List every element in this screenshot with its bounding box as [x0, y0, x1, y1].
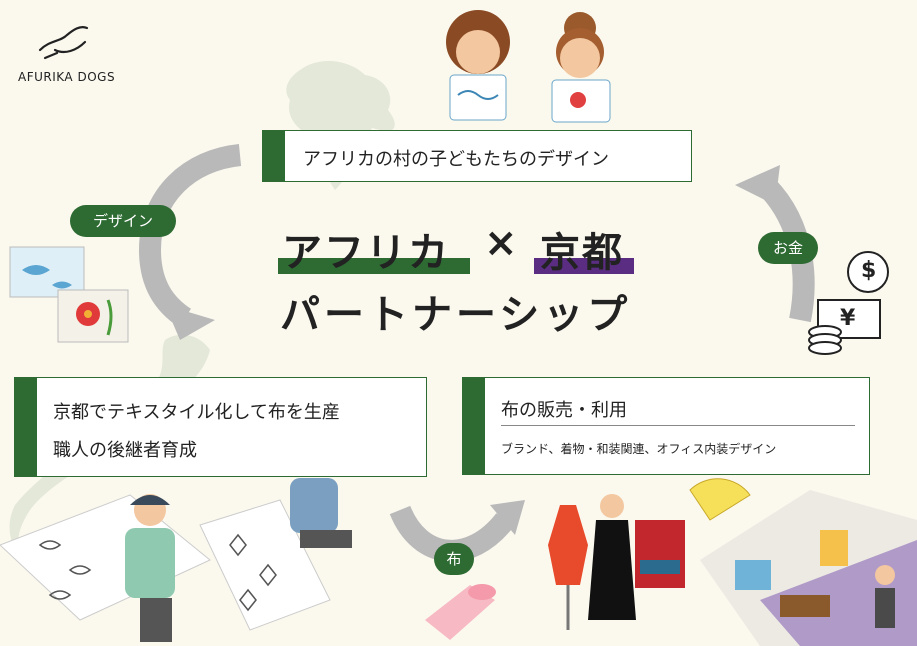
folding-fan-illustration [689, 478, 751, 521]
dress-mannequin-illustration [548, 505, 588, 630]
left-box-accent [15, 378, 37, 476]
flower-design-card [57, 289, 129, 343]
title-underline-purple [534, 258, 634, 274]
design-arrow [138, 144, 242, 328]
child-girl-illustration [551, 12, 611, 123]
title-times: × [484, 220, 520, 266]
money-illustration [808, 251, 889, 355]
right-box-line1: 布の販売・利用 [501, 400, 627, 421]
kimono-illustration [635, 520, 685, 588]
fish-design-card [9, 246, 85, 298]
right-box-line2: ブランド、着物・和装関連、オフィス内装デザイン [501, 442, 777, 456]
left-box: 京都でテキスタイル化して布を生産 職人の後継者育成 [14, 377, 427, 477]
cloth-roll-illustration [425, 584, 496, 640]
child-boy-illustration [446, 10, 510, 121]
design-arrowhead [165, 305, 215, 340]
top-box-accent [263, 131, 285, 181]
money-arrowhead [735, 165, 780, 205]
right-box-divider [501, 425, 855, 426]
money-pill: お金 [758, 232, 818, 264]
woman-black-dress-illustration [588, 494, 636, 620]
dog-logo-icon [38, 26, 89, 60]
design-pill: デザイン [70, 205, 176, 237]
title-africa: アフリカ [282, 230, 450, 276]
title-line1: アフリカ × 京都 [278, 218, 638, 276]
left-box-line1: 京都でテキスタイル化して布を生産 [53, 402, 340, 423]
title-kyoto: 京都 [540, 230, 624, 276]
left-box-line2: 職人の後継者育成 [53, 440, 197, 461]
right-box: 布の販売・利用 ブランド、着物・和装関連、オフィス内装デザイン [462, 377, 870, 475]
africa-map-icon [286, 60, 395, 191]
title-underline-green [278, 258, 470, 274]
cloth-arrowhead [490, 500, 525, 535]
top-box: アフリカの村の子どもたちのデザイン [262, 130, 692, 182]
right-box-accent [463, 378, 485, 474]
yen-icon: ¥ [840, 306, 856, 331]
top-box-label: アフリカの村の子どもたちのデザイン [303, 149, 609, 170]
dollar-icon: $ [861, 258, 877, 283]
logo-text: AFURIKA DOGS [18, 70, 116, 84]
cloth-pill: 布 [434, 543, 474, 575]
office-interior-illustration [700, 490, 917, 646]
title-line2: パートナーシップ [280, 292, 632, 338]
artisan-painting-illustration [0, 494, 211, 642]
